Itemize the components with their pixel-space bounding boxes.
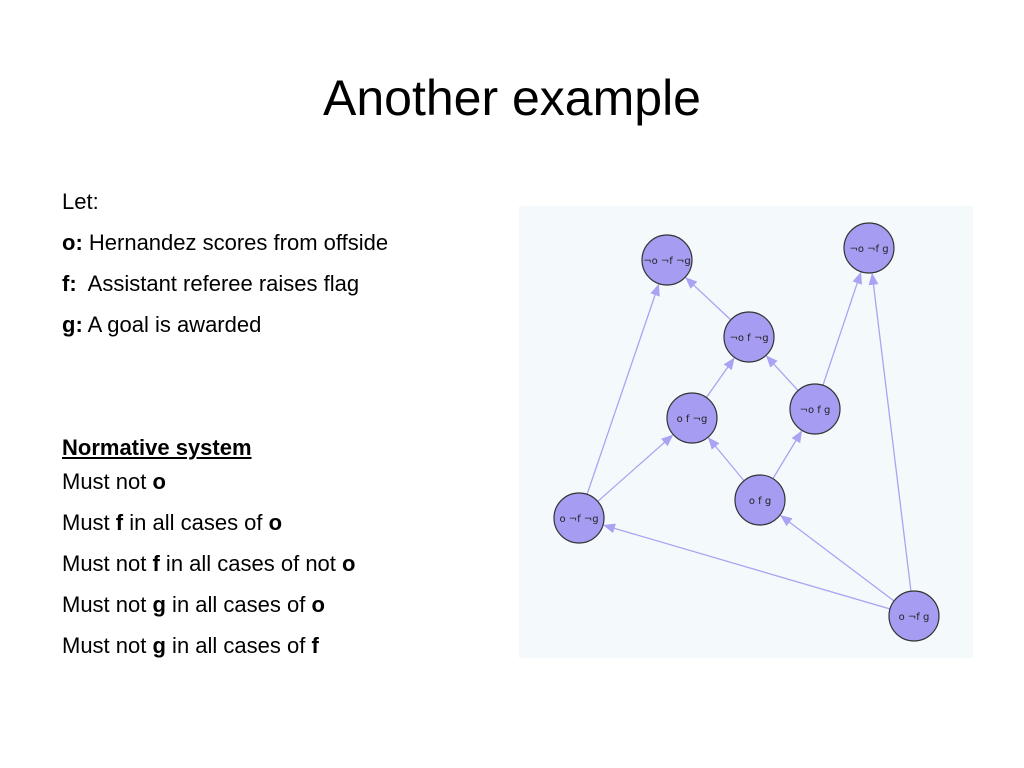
rule-1-part-1: Must not (62, 469, 153, 494)
state-node-label: o ¬f g (899, 612, 930, 623)
rule-3-part-2: f (152, 551, 160, 576)
state-node-circle (553, 492, 605, 544)
state-node-circle (641, 234, 693, 286)
state-node-n7: o ¬f ¬g (553, 492, 605, 544)
edge-n3-to-n1 (685, 277, 732, 321)
rule-5-part-2: g (152, 633, 166, 658)
edge-n8-to-n6 (779, 515, 895, 602)
definition-o-var: o: (62, 230, 83, 255)
edge-n6-to-n4 (707, 437, 745, 482)
state-node-n8: o ¬f g (888, 590, 940, 642)
state-node-n4: o f ¬g (666, 392, 718, 444)
rule-5: Must not g in all cases of f (62, 633, 319, 659)
rule-2-part-4: o (268, 510, 283, 535)
edge-n8-to-n7 (602, 523, 891, 610)
edge-n8-to-n2 (868, 272, 912, 592)
state-graph-panel: ¬o ¬f ¬g ¬o ¬f g ¬o f ¬g o f ¬g ¬o f g o f g o… (519, 206, 973, 658)
rule-2-part-3: in all cases of (123, 510, 269, 535)
rule-3-part-1: Must not (62, 551, 153, 576)
state-node-label: o ¬f ¬g (559, 514, 598, 525)
definition-f: f: Assistant referee raises flag (62, 271, 359, 297)
definition-o-text: Hernandez scores from offside (82, 230, 389, 255)
edge-n7-to-n1 (586, 283, 660, 495)
normative-heading: Normative system (62, 435, 252, 460)
state-graph: ¬o ¬f ¬g ¬o ¬f g ¬o f ¬g o f ¬g ¬o f g o f g o… (553, 222, 940, 642)
state-node-n6: o f g (734, 474, 786, 526)
state-node-circle (888, 590, 940, 642)
definition-g-text: A goal is awarded (82, 312, 262, 337)
state-node-circle (789, 383, 841, 435)
state-node-circle (734, 474, 786, 526)
rule-5-part-3: in all cases of (165, 633, 312, 658)
rule-4-part-2: g (152, 592, 166, 617)
state-node-n2: ¬o ¬f g (843, 222, 895, 274)
rule-5-part-1: Must not (62, 633, 153, 658)
definition-o: o: Hernandez scores from offside (62, 230, 388, 256)
rule-2-part-2: f (115, 510, 124, 535)
rule-4: Must not g in all cases of o (62, 592, 325, 618)
definition-f-text: Assistant referee raises flag (76, 271, 360, 296)
state-node-circle (666, 392, 718, 444)
state-node-label: o f ¬g (677, 414, 708, 425)
rule-3-part-4: o (342, 551, 356, 576)
edge-n4-to-n3 (705, 357, 735, 398)
rule-1: Must not o (62, 469, 166, 495)
rule-2: Must f in all cases of o (62, 510, 282, 536)
state-node-n5: ¬o f g (789, 383, 841, 435)
state-node-n1: ¬o ¬f ¬g (641, 234, 693, 286)
state-node-label: ¬o ¬f ¬g (643, 256, 690, 267)
edge-n6-to-n5 (772, 430, 803, 479)
definition-g: g: A goal is awarded (62, 312, 261, 338)
rule-4-part-4: o (311, 592, 325, 617)
definition-g-var: g: (62, 312, 83, 337)
edge-n7-to-n4 (597, 434, 674, 502)
rule-4-part-1: Must not (62, 592, 153, 617)
slide-title: Another example (322, 70, 701, 126)
edge-n5-to-n2 (822, 271, 862, 386)
rule-2-part-1: Must (62, 510, 116, 535)
definition-f-var: f: (62, 271, 77, 296)
state-node-label: o f g (749, 496, 771, 507)
let-label: Let: (62, 189, 99, 214)
rule-1-part-2: o (152, 469, 166, 494)
state-node-circle (723, 311, 775, 363)
edge-n5-to-n3 (765, 355, 799, 392)
rule-5-part-4: f (311, 633, 319, 658)
state-node-label: ¬o ¬f g (849, 244, 888, 255)
state-node-label: ¬o f g (800, 405, 831, 416)
state-node-n3: ¬o f ¬g (723, 311, 775, 363)
state-node-circle (843, 222, 895, 274)
rule-4-part-3: in all cases of (165, 592, 312, 617)
state-node-label: ¬o f ¬g (729, 333, 768, 344)
rule-3: Must not f in all cases of not o (62, 551, 355, 577)
rule-3-part-3: in all cases of not (159, 551, 343, 576)
